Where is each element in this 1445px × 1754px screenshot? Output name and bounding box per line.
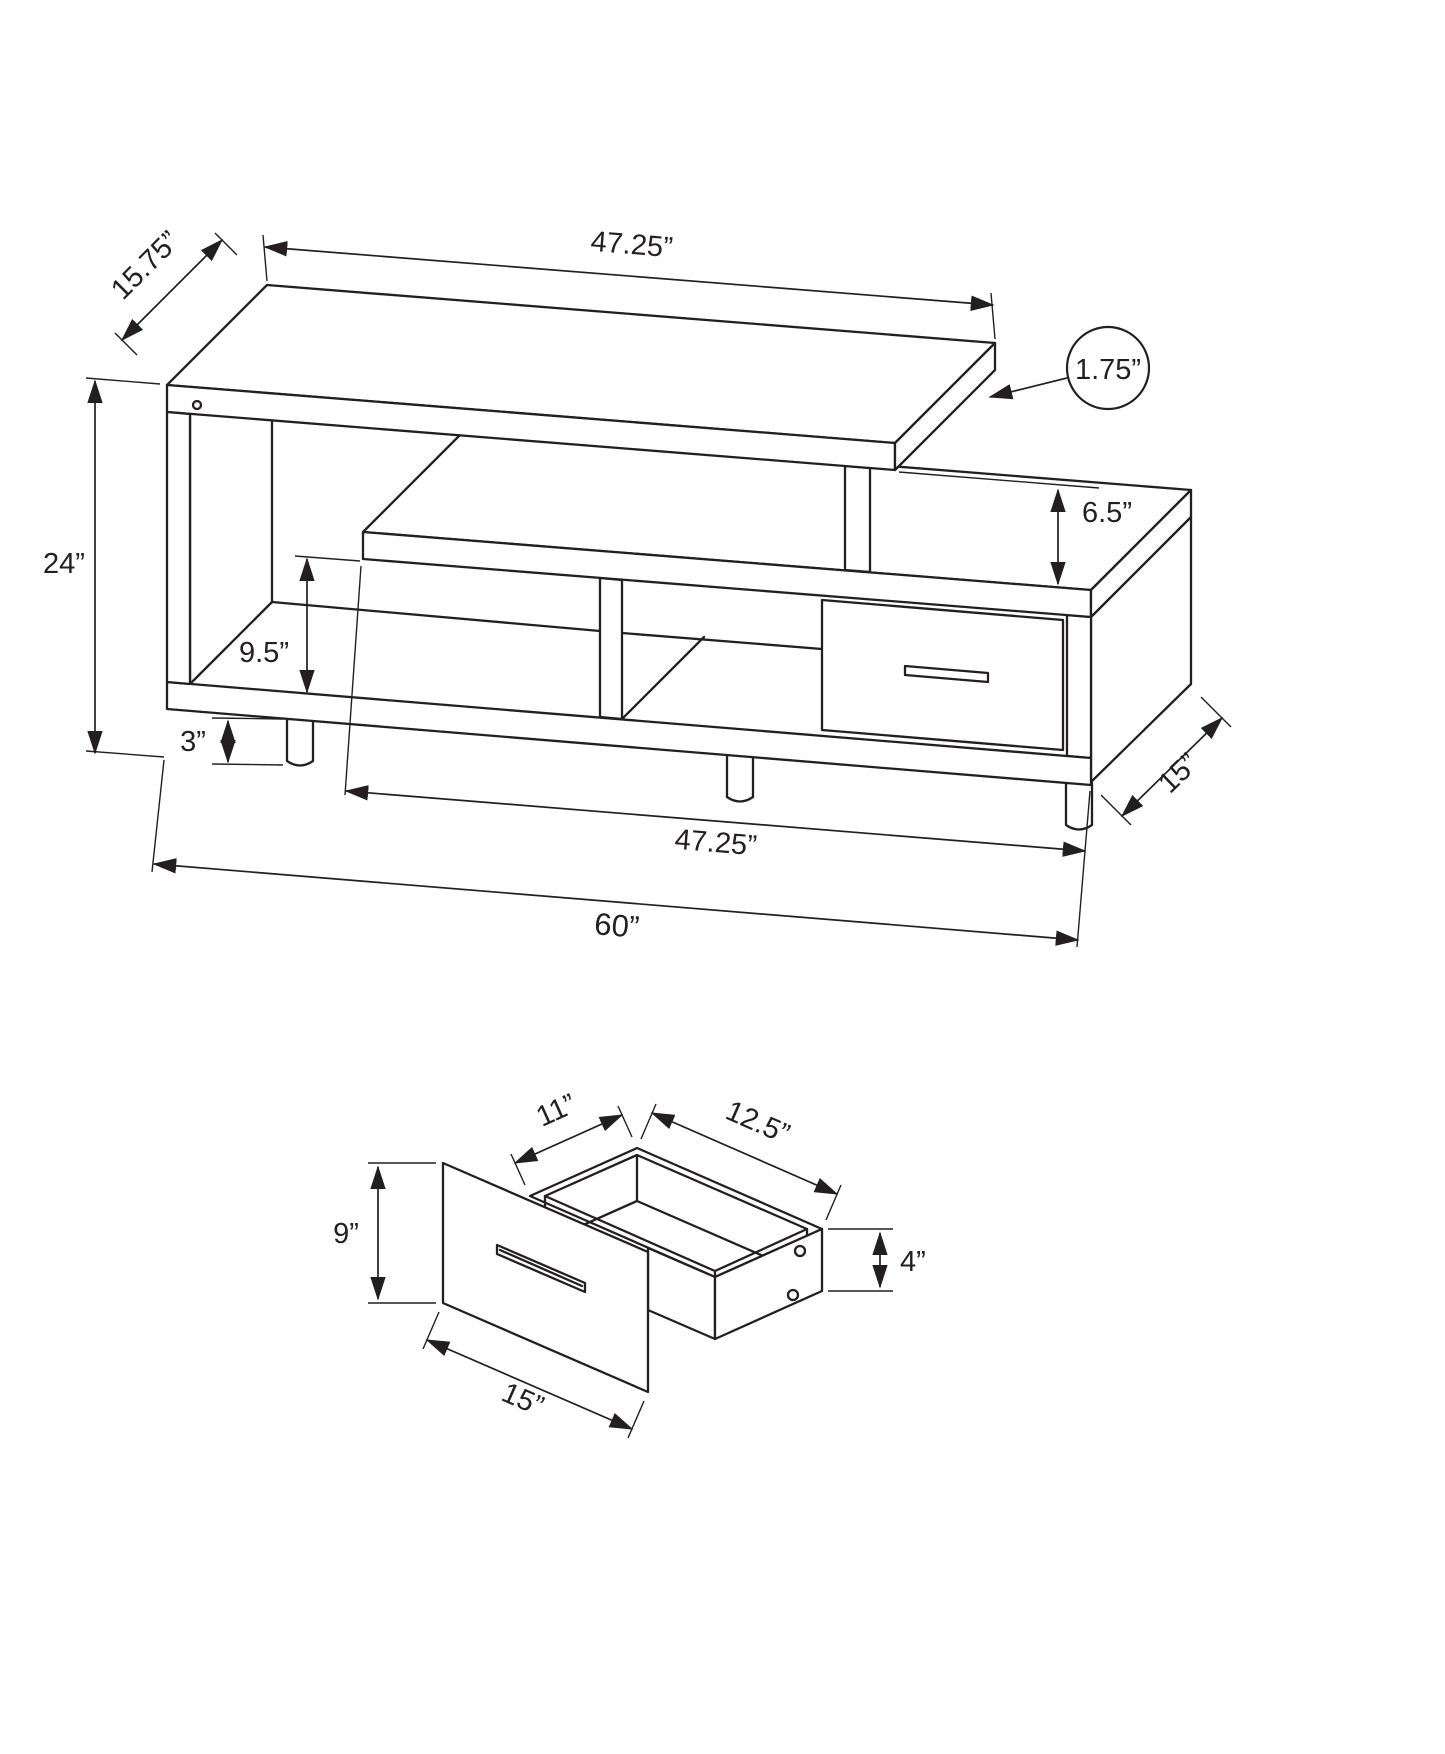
dim-interior-depth: 11” — [510, 1088, 633, 1186]
dim-interior-height: 4” — [828, 1228, 926, 1292]
dimension-arrow — [425, 1339, 634, 1430]
floor-back-edge-middle — [620, 631, 824, 651]
extension-line — [262, 234, 268, 282]
dimension-arrow — [513, 1114, 624, 1164]
dimension-arrow — [120, 238, 224, 342]
stand-center-divider — [598, 576, 624, 721]
leg-front-center — [725, 753, 755, 803]
extension-line — [151, 759, 165, 873]
extension-line — [214, 232, 238, 256]
dimension-arrow — [263, 241, 995, 311]
dimension-arrow — [1120, 716, 1224, 818]
drawer-front-panel — [441, 1161, 650, 1394]
dim-label-base-depth: 15” — [1153, 747, 1205, 799]
dim-label-overall-width: 60” — [593, 906, 641, 945]
dim-label-lower-shelf-width: 47.25” — [673, 824, 758, 863]
extension-line — [85, 377, 161, 385]
screw-head — [793, 1244, 807, 1258]
extension-line — [211, 717, 284, 720]
dim-label-leg-height: 3” — [180, 726, 206, 758]
extension-line — [627, 1400, 645, 1439]
dim-front-panel-height: 9” — [333, 1162, 436, 1304]
leader-line — [988, 377, 1068, 400]
dim-top-shelf-thickness: 1.75” — [988, 325, 1151, 411]
drawer-front-wall-end — [646, 1246, 717, 1341]
callout-circle — [1065, 325, 1151, 411]
drawer-right-wall — [713, 1227, 824, 1341]
drawer-dimensions: 9” 11” 12.5” 4” — [333, 1088, 926, 1439]
extension-line — [1100, 794, 1132, 826]
dim-overall-width: 60” — [151, 759, 1080, 946]
extension-line — [344, 565, 362, 796]
extension-line — [294, 555, 361, 562]
dim-label-top-shelf-thickness: 1.75” — [1075, 354, 1141, 386]
tv-stand-diagram: 15.75” 47.25” 1.75” 6.5” — [43, 225, 1232, 948]
extension-line — [211, 763, 284, 766]
shelf-support-column — [843, 464, 872, 574]
drawer-diagram: 9” 11” 12.5” 4” — [333, 1088, 926, 1439]
screw-head — [786, 1288, 800, 1302]
dim-label-interior-depth: 11” — [532, 1088, 581, 1133]
stand-base-front-face — [165, 680, 1093, 787]
extension-line — [114, 332, 138, 356]
dimension-arrow — [344, 785, 1087, 857]
extension-line — [640, 1103, 657, 1140]
stand-left-panel-front — [165, 410, 192, 686]
extension-line — [510, 1153, 526, 1186]
dimension-arrow — [152, 858, 1080, 946]
divider-floor-edge — [620, 635, 706, 721]
drawer-handle-detail — [498, 1248, 584, 1288]
stand-drawer-handle — [903, 664, 990, 684]
dim-label-front-panel-width: 15” — [497, 1377, 548, 1423]
dim-label-open-compartment-height: 9.5” — [239, 637, 289, 669]
dim-label-interior-height: 4” — [900, 1246, 926, 1278]
dim-label-overall-height: 24” — [43, 548, 85, 580]
floor-back-edge-left — [270, 600, 602, 633]
dimension-arrow — [650, 1112, 839, 1195]
left-wall-floor-edge — [188, 600, 274, 686]
extension-line — [1200, 696, 1232, 728]
dim-open-compartment-height: 9.5” — [239, 555, 361, 694]
dim-label-top-shelf-depth: 15.75” — [105, 225, 186, 306]
leg-front-left — [285, 717, 315, 767]
extension-line — [617, 1105, 633, 1138]
extension-line — [85, 750, 165, 758]
dim-label-front-panel-height: 9” — [333, 1218, 359, 1250]
dim-lower-shelf-width: 47.25” — [344, 565, 1091, 948]
extension-line — [825, 1184, 842, 1221]
dim-label-shelf-gap: 6.5” — [1082, 497, 1132, 529]
middle-shelf-end-face — [1089, 488, 1193, 619]
dim-label-top-shelf-width: 47.25” — [589, 226, 674, 264]
stand-right-panel-front — [1065, 613, 1093, 760]
shelf-pin-hole — [191, 399, 203, 411]
extension-line — [898, 471, 1100, 489]
top-shelf-end-face — [893, 341, 997, 472]
dim-label-interior-width: 12.5” — [721, 1095, 794, 1151]
dim-shelf-gap: 6.5” — [898, 471, 1132, 586]
dim-top-shelf-width: 47.25” — [262, 226, 996, 340]
dim-leg-height: 3” — [180, 717, 284, 766]
dim-overall-height: 24” — [43, 377, 165, 758]
extension-line — [990, 292, 996, 340]
